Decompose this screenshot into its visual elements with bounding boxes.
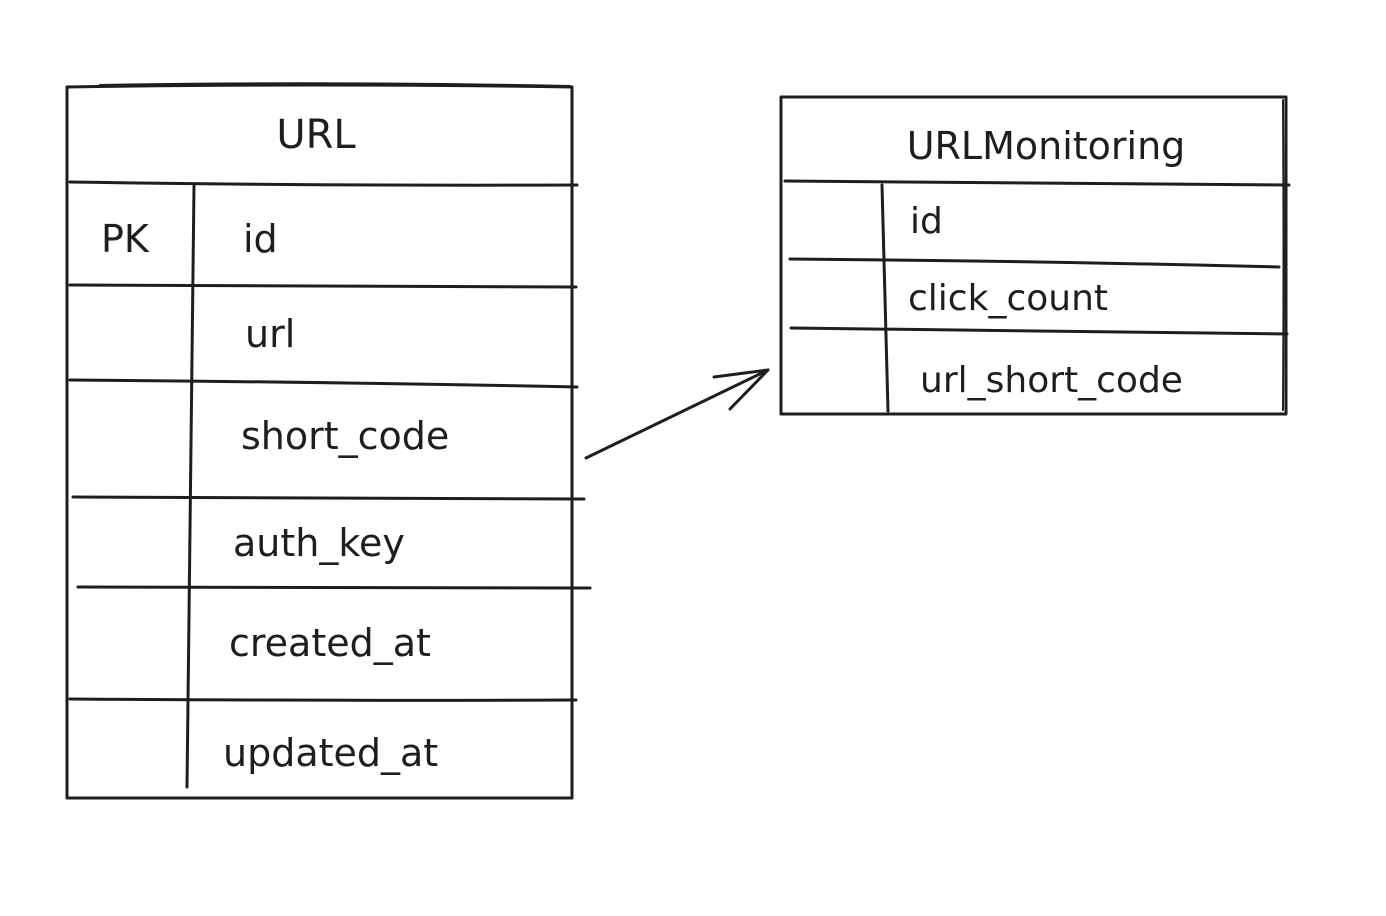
monitoring-table-texts: URLMonitoring id click_count url_short_c… bbox=[907, 124, 1186, 401]
url-table-row-divider-1 bbox=[68, 283, 578, 289]
url-table-title: URL bbox=[276, 112, 356, 158]
url-table-row-divider-3 bbox=[71, 495, 586, 501]
url-table-column-divider bbox=[185, 184, 196, 789]
url-row-field: created_at bbox=[229, 621, 431, 665]
monitoring-row-field: id bbox=[910, 201, 943, 242]
url-table bbox=[65, 82, 592, 800]
url-row-field: updated_at bbox=[223, 731, 438, 775]
url-row-field: id bbox=[243, 217, 278, 261]
url-table-border bbox=[65, 83, 574, 800]
url-table-header-divider bbox=[68, 180, 579, 187]
url-table-row-divider-5 bbox=[68, 697, 578, 702]
url-table-row-divider-2 bbox=[68, 378, 579, 389]
monitoring-table-row-divider-1 bbox=[788, 257, 1281, 269]
url-row-field: url bbox=[245, 312, 295, 356]
relation-arrow-head bbox=[712, 368, 770, 411]
monitoring-table-column-divider bbox=[880, 183, 890, 413]
relation-arrow bbox=[584, 368, 770, 460]
monitoring-table-right-stroke bbox=[1282, 99, 1285, 411]
monitoring-table-border bbox=[779, 95, 1288, 416]
url-row-key: PK bbox=[101, 217, 150, 261]
monitoring-table-title: URLMonitoring bbox=[907, 124, 1186, 168]
url-row-field: short_code bbox=[241, 414, 449, 458]
url-table-row-divider-4 bbox=[76, 585, 592, 590]
relation-arrow-line bbox=[584, 368, 770, 460]
url-row-field: auth_key bbox=[233, 521, 405, 565]
monitoring-table-row-divider-2 bbox=[789, 326, 1289, 336]
monitoring-row-field: url_short_code bbox=[920, 360, 1183, 401]
url-table-top-stroke bbox=[99, 82, 571, 87]
url-table-texts: URL PK id url short_code auth_key create… bbox=[101, 112, 449, 775]
monitoring-row-field: click_count bbox=[908, 278, 1108, 319]
url-monitoring-table bbox=[779, 95, 1291, 416]
monitoring-table-header-divider bbox=[783, 179, 1291, 187]
